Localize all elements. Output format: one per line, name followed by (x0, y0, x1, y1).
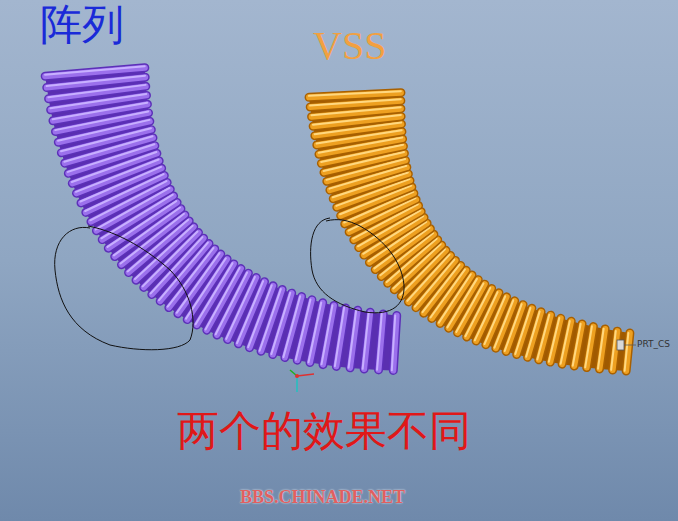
tube-highlight (45, 66, 145, 74)
tube-highlight (625, 333, 629, 371)
tube-highlight (363, 312, 369, 369)
watermark-box: BBS.CHINADE.NET (240, 488, 405, 508)
coordinate-axes (290, 370, 314, 392)
tube-highlight (309, 91, 401, 96)
csys-label: PRT_CS (637, 339, 670, 349)
tube-highlight (349, 310, 357, 368)
hand-drawn-circle (55, 226, 193, 350)
tube-rib (350, 310, 358, 368)
tube-highlight (392, 315, 395, 370)
tube-body (309, 93, 630, 371)
tube-rib (336, 308, 345, 366)
vss-title: VSS (313, 23, 386, 68)
csys-label-box: PRT_CS (637, 333, 670, 351)
tube-rib (562, 321, 571, 364)
array-title: 阵列 (40, 2, 124, 48)
tube-rib (350, 310, 358, 368)
tube-highlight (611, 331, 616, 370)
tube-highlight (598, 329, 604, 369)
tube-rib (45, 68, 145, 76)
tube-rib (336, 308, 345, 366)
comparison-note-box: 两个的效果不同 (177, 408, 471, 454)
comparison-note: 两个的效果不同 (177, 408, 471, 454)
csys-marker (617, 340, 636, 350)
tube-highlight (377, 314, 382, 370)
array-title-box: 阵列 (40, 2, 124, 48)
tube-highlight (585, 326, 592, 367)
tube-rib (574, 324, 582, 366)
hand-drawn-circle (311, 218, 404, 313)
tube-rib (45, 68, 145, 76)
watermark: BBS.CHINADE.NET (240, 487, 405, 507)
vss-title-box: VSS (313, 24, 386, 68)
vss-tube (309, 91, 630, 371)
tube-rib (574, 324, 582, 366)
tube-rib (562, 321, 571, 364)
